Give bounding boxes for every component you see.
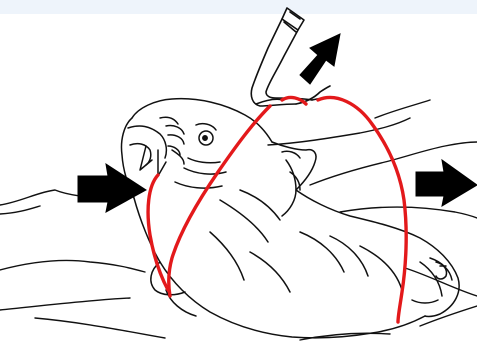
push-arrow-icon-right [416,160,477,206]
walrus-body [121,99,459,338]
lift-arrow-icon [300,34,340,84]
